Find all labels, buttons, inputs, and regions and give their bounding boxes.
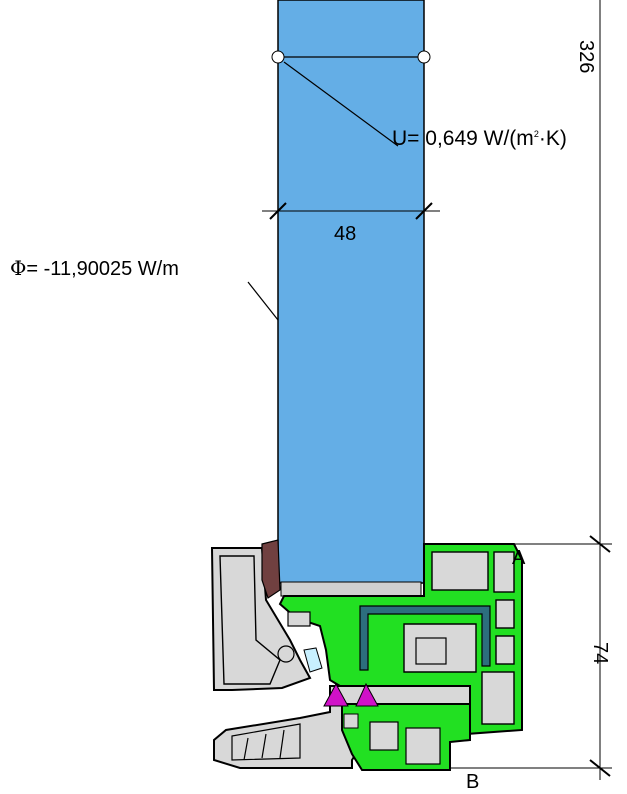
u-measure-point-left <box>271 50 285 64</box>
width-dimension-tick-left <box>269 202 287 220</box>
glazing-unit <box>277 0 425 584</box>
u-prefix: U <box>392 127 408 150</box>
frame-profile <box>210 539 523 771</box>
point-a-label: A <box>512 547 526 569</box>
sash-chamber-2 <box>493 551 515 593</box>
height-dimension-tick-b <box>589 759 611 777</box>
height-dimension-tick-a <box>589 535 611 553</box>
sash-chamber-5 <box>481 671 515 725</box>
glass-width-dimension: 48 <box>334 223 357 245</box>
width-dimension-tick-right <box>415 202 433 220</box>
u-exponent: 2 <box>533 129 539 139</box>
frame-height-dimension: 74 <box>589 642 611 665</box>
phi-prefix: Φ <box>10 256 27 280</box>
gasket-left <box>323 682 349 707</box>
sash-chamber-4 <box>495 635 515 665</box>
sash-chamber-1 <box>431 551 489 591</box>
point-b-label: B <box>466 771 480 793</box>
glass-height-dimension: 326 <box>575 40 597 74</box>
glazing-seal <box>261 539 281 599</box>
phi-leader-line <box>247 281 279 321</box>
phi-value-label: Φ= -11,90025 W/m <box>10 258 179 279</box>
u-value-text: = 0,649 W/(m <box>407 127 534 150</box>
u-measure-point-right <box>417 50 431 64</box>
u-leader-line <box>283 61 399 147</box>
steel-reinforcement <box>359 605 491 671</box>
phi-value-text: = -11,90025 W/m <box>26 258 179 280</box>
blue-insert <box>303 647 323 673</box>
u-value-label: U= 0,649 W/(m2·K) <box>392 128 567 149</box>
glass-spacer <box>280 581 422 597</box>
u-suffix: ·K) <box>538 127 567 150</box>
sash-chamber-3 <box>495 599 515 629</box>
gasket-right <box>355 682 379 707</box>
